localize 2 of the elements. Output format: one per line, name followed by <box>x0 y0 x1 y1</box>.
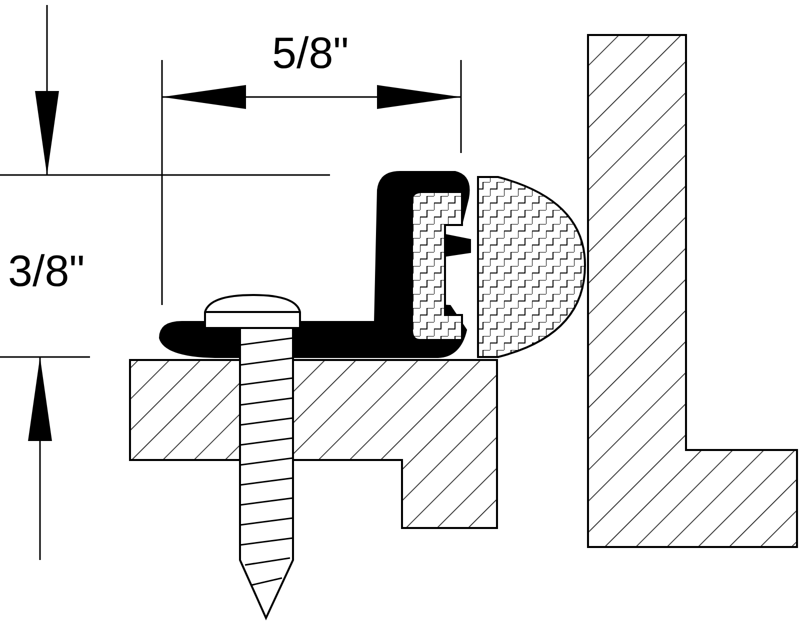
dimension-label: 5/8" <box>272 32 349 76</box>
dimension-label: 3/8" <box>8 250 85 294</box>
